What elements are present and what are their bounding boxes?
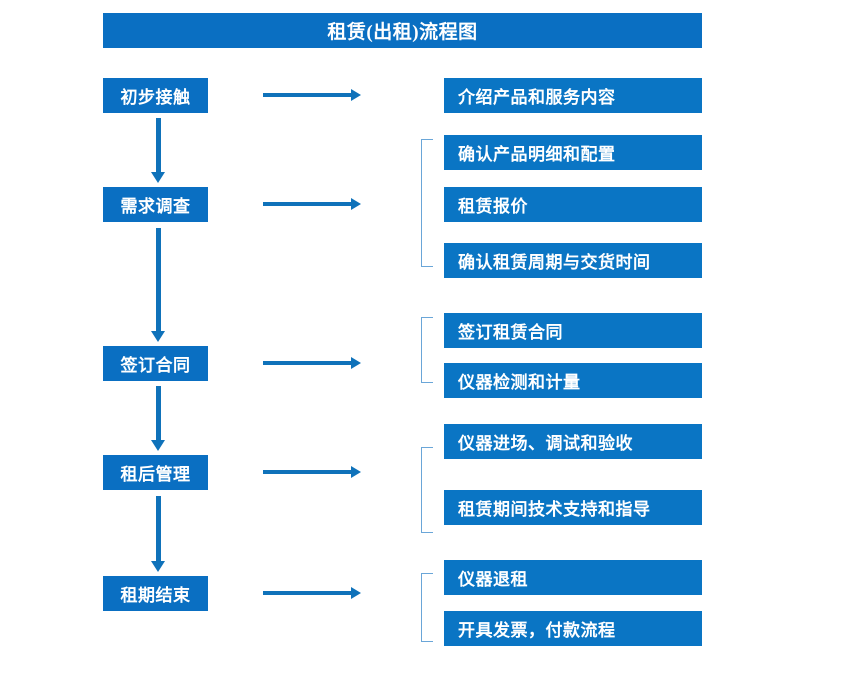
detail-box-confirm-product-details[interactable]: 确认产品明细和配置 xyxy=(444,135,702,170)
stage-box-demand-survey[interactable]: 需求调查 xyxy=(103,187,208,222)
right-arrow-lease-end xyxy=(263,587,361,599)
right-arrow-post-rental-management xyxy=(263,466,361,478)
arrow-head xyxy=(351,466,361,478)
bracket-lease-end-group xyxy=(421,573,433,642)
down-arrow-demand-to-contract xyxy=(151,228,165,342)
stage-box-post-rental-management[interactable]: 租后管理 xyxy=(103,455,208,490)
arrow-head xyxy=(351,89,361,101)
arrow-shaft xyxy=(263,470,352,474)
stage-box-initial-contact[interactable]: 初步接触 xyxy=(103,78,208,113)
down-arrow-management-to-lease-end xyxy=(151,496,165,572)
arrow-shaft xyxy=(156,496,161,561)
detail-box-technical-support-during-rental[interactable]: 租赁期间技术支持和指导 xyxy=(444,490,702,525)
right-arrow-initial-contact xyxy=(263,89,361,101)
arrow-head xyxy=(151,331,165,342)
detail-box-introduce-products-services[interactable]: 介绍产品和服务内容 xyxy=(444,78,702,113)
arrow-head xyxy=(351,357,361,369)
stage-box-lease-end[interactable]: 租期结束 xyxy=(103,576,208,611)
arrow-shaft xyxy=(156,228,161,331)
right-arrow-sign-contract xyxy=(263,357,361,369)
right-arrow-demand-survey xyxy=(263,198,361,210)
arrow-shaft xyxy=(156,386,161,440)
detail-box-instrument-return[interactable]: 仪器退租 xyxy=(444,560,702,595)
arrow-head xyxy=(151,172,165,183)
arrow-head xyxy=(351,198,361,210)
arrow-shaft xyxy=(263,93,352,97)
arrow-head xyxy=(151,561,165,572)
bracket-demand-survey-group xyxy=(421,139,433,267)
down-arrow-initial-to-demand xyxy=(151,118,165,183)
diagram-title: 租赁(出租)流程图 xyxy=(103,13,702,48)
stage-box-sign-contract[interactable]: 签订合同 xyxy=(103,346,208,381)
down-arrow-contract-to-management xyxy=(151,386,165,451)
arrow-shaft xyxy=(263,202,352,206)
bracket-sign-contract-group xyxy=(421,317,433,383)
detail-box-instrument-inspection-metering[interactable]: 仪器检测和计量 xyxy=(444,363,702,398)
detail-box-sign-rental-contract[interactable]: 签订租赁合同 xyxy=(444,313,702,348)
detail-box-confirm-rental-period-delivery[interactable]: 确认租赁周期与交货时间 xyxy=(444,243,702,278)
detail-box-rental-quotation[interactable]: 租赁报价 xyxy=(444,187,702,222)
arrow-shaft xyxy=(156,118,161,172)
bracket-post-rental-group xyxy=(421,447,433,533)
arrow-shaft xyxy=(263,361,352,365)
arrow-shaft xyxy=(263,591,352,595)
arrow-head xyxy=(351,587,361,599)
detail-box-instrument-entry-debug-acceptance[interactable]: 仪器进场、调试和验收 xyxy=(444,424,702,459)
arrow-head xyxy=(151,440,165,451)
detail-box-invoice-payment-process[interactable]: 开具发票，付款流程 xyxy=(444,611,702,646)
